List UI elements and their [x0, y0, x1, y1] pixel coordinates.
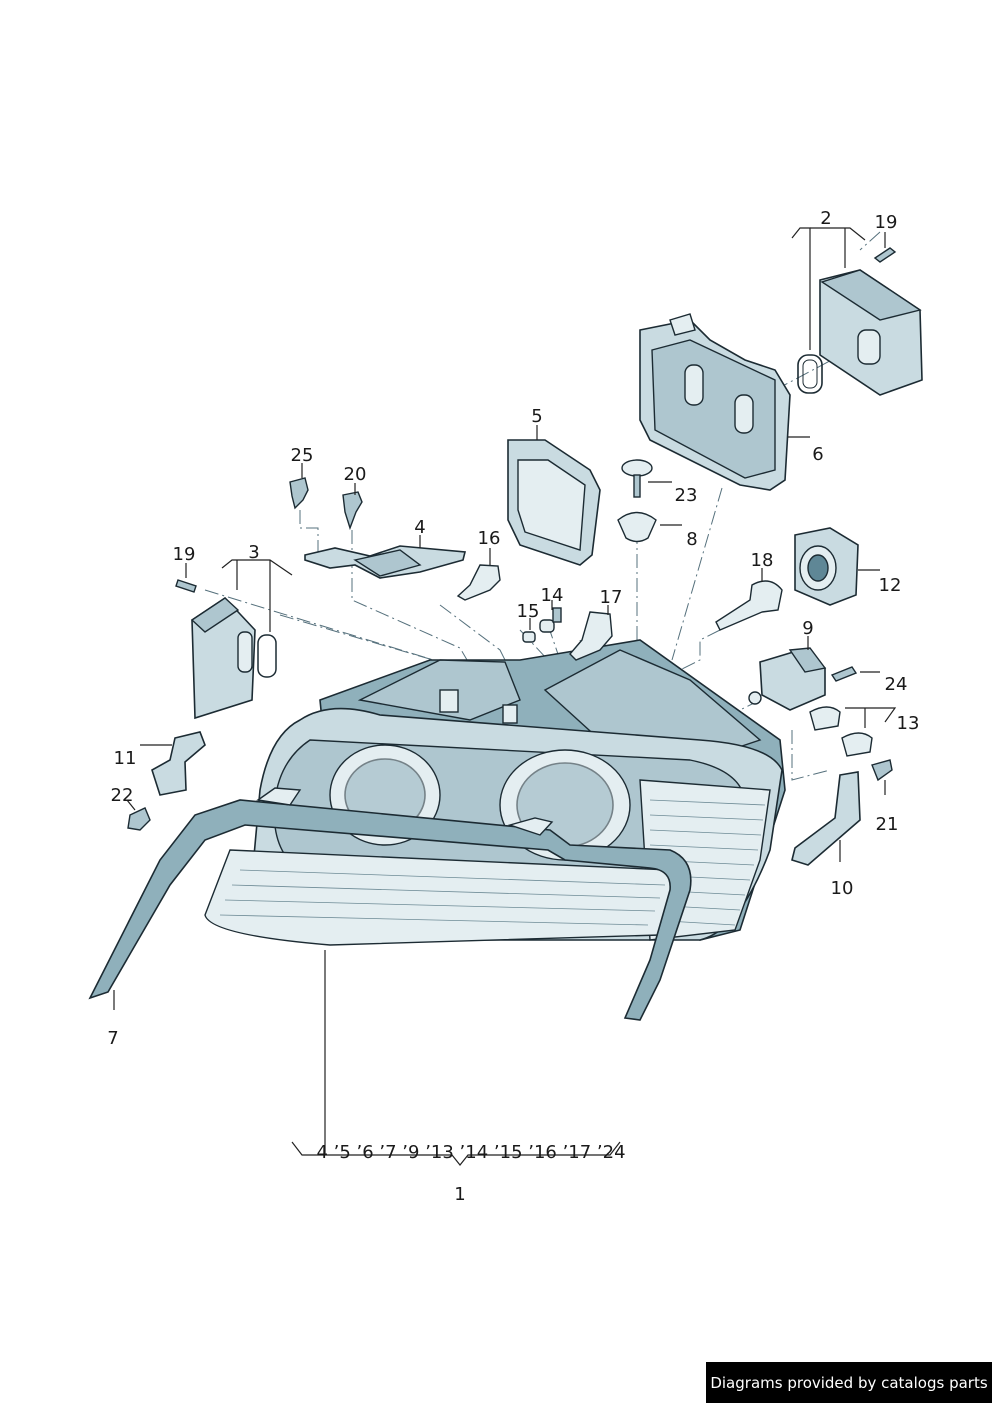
label-part-19-top: 19 [875, 212, 898, 233]
label-part-17: 17 [600, 587, 623, 608]
label-part-1: 1 [454, 1184, 465, 1205]
label-part-7: 7 [107, 1028, 118, 1049]
label-part-22: 22 [111, 785, 134, 806]
label-part-13: 13 [897, 713, 920, 734]
label-part-3: 3 [248, 542, 259, 563]
label-part-6: 6 [812, 444, 823, 465]
part-5-frame-cover [507, 439, 601, 566]
label-part-5: 5 [531, 406, 542, 427]
part-6-rear-cover [639, 313, 791, 491]
label-part-18: 18 [751, 550, 774, 571]
label-part-10: 10 [831, 878, 854, 899]
part-4-bracket [304, 545, 467, 579]
label-part-21: 21 [876, 814, 899, 835]
label-part-9: 9 [802, 618, 813, 639]
label-part-8: 8 [686, 529, 697, 550]
label-part-23: 23 [675, 485, 698, 506]
part-3-ballast-left [175, 579, 277, 720]
label-part-2: 2 [820, 208, 831, 229]
part-2-ballast [797, 247, 923, 396]
label-part-4: 4 [414, 517, 425, 538]
small-parts [127, 459, 893, 866]
label-part-16: 16 [478, 528, 501, 549]
credit-banner: Diagrams provided by catalogs parts [706, 1362, 992, 1403]
label-part-15: 15 [517, 601, 540, 622]
label-part-12: 12 [879, 575, 902, 596]
label-assembly-parts: 4 ’5 ’6 ’7 ’9 ’13 ’14 ’15 ’16 ’17 ’24 [316, 1142, 625, 1163]
label-part-19-left: 19 [173, 544, 196, 565]
label-part-25: 25 [291, 445, 314, 466]
label-part-11: 11 [114, 748, 137, 769]
label-part-14: 14 [541, 585, 564, 606]
label-part-24: 24 [885, 674, 908, 695]
leader-lines [113, 227, 897, 1166]
part-labels: 2 19 5 6 25 20 23 4 8 16 19 3 18 12 14 1… [107, 208, 919, 1205]
label-part-20: 20 [344, 464, 367, 485]
part-7-trim-frame [88, 787, 692, 1021]
